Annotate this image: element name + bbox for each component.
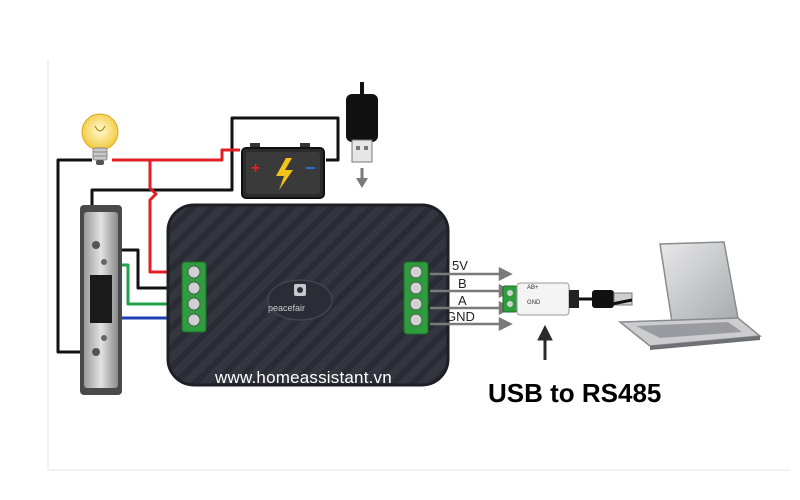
pin-label-b: B [458, 276, 467, 291]
battery-plus-sign: + [251, 160, 261, 177]
adapter-label-bottom: GND [527, 300, 541, 306]
battery-icon [241, 143, 325, 199]
brand-plate [267, 279, 333, 321]
pin-label-5v: 5V [452, 258, 468, 273]
pin-label-a: A [458, 293, 467, 308]
caption-usb-to-rs485: USB to RS485 [488, 378, 662, 408]
up-arrow-icon [537, 324, 553, 360]
adapter-label-top: AB+ [527, 285, 539, 291]
black-wire-top [230, 116, 340, 162]
website-watermark: www.homeassistant.vn [215, 368, 392, 387]
brand-name: peacefair [268, 303, 306, 313]
pin-label-gnd: GND [446, 309, 475, 324]
battery-minus-sign: − [305, 158, 316, 178]
light-bulb-icon [81, 113, 119, 165]
usb-plug-icon [346, 82, 378, 188]
shunt-resistor [80, 205, 122, 395]
black-wire-bulb [56, 158, 96, 354]
red-wire-module [148, 160, 190, 274]
usb-rs485-adapter [502, 282, 633, 316]
left-terminal-block [181, 261, 207, 333]
laptop-icon [611, 241, 762, 350]
power-meter-module [166, 203, 450, 387]
red-wire-bulb [112, 148, 240, 162]
